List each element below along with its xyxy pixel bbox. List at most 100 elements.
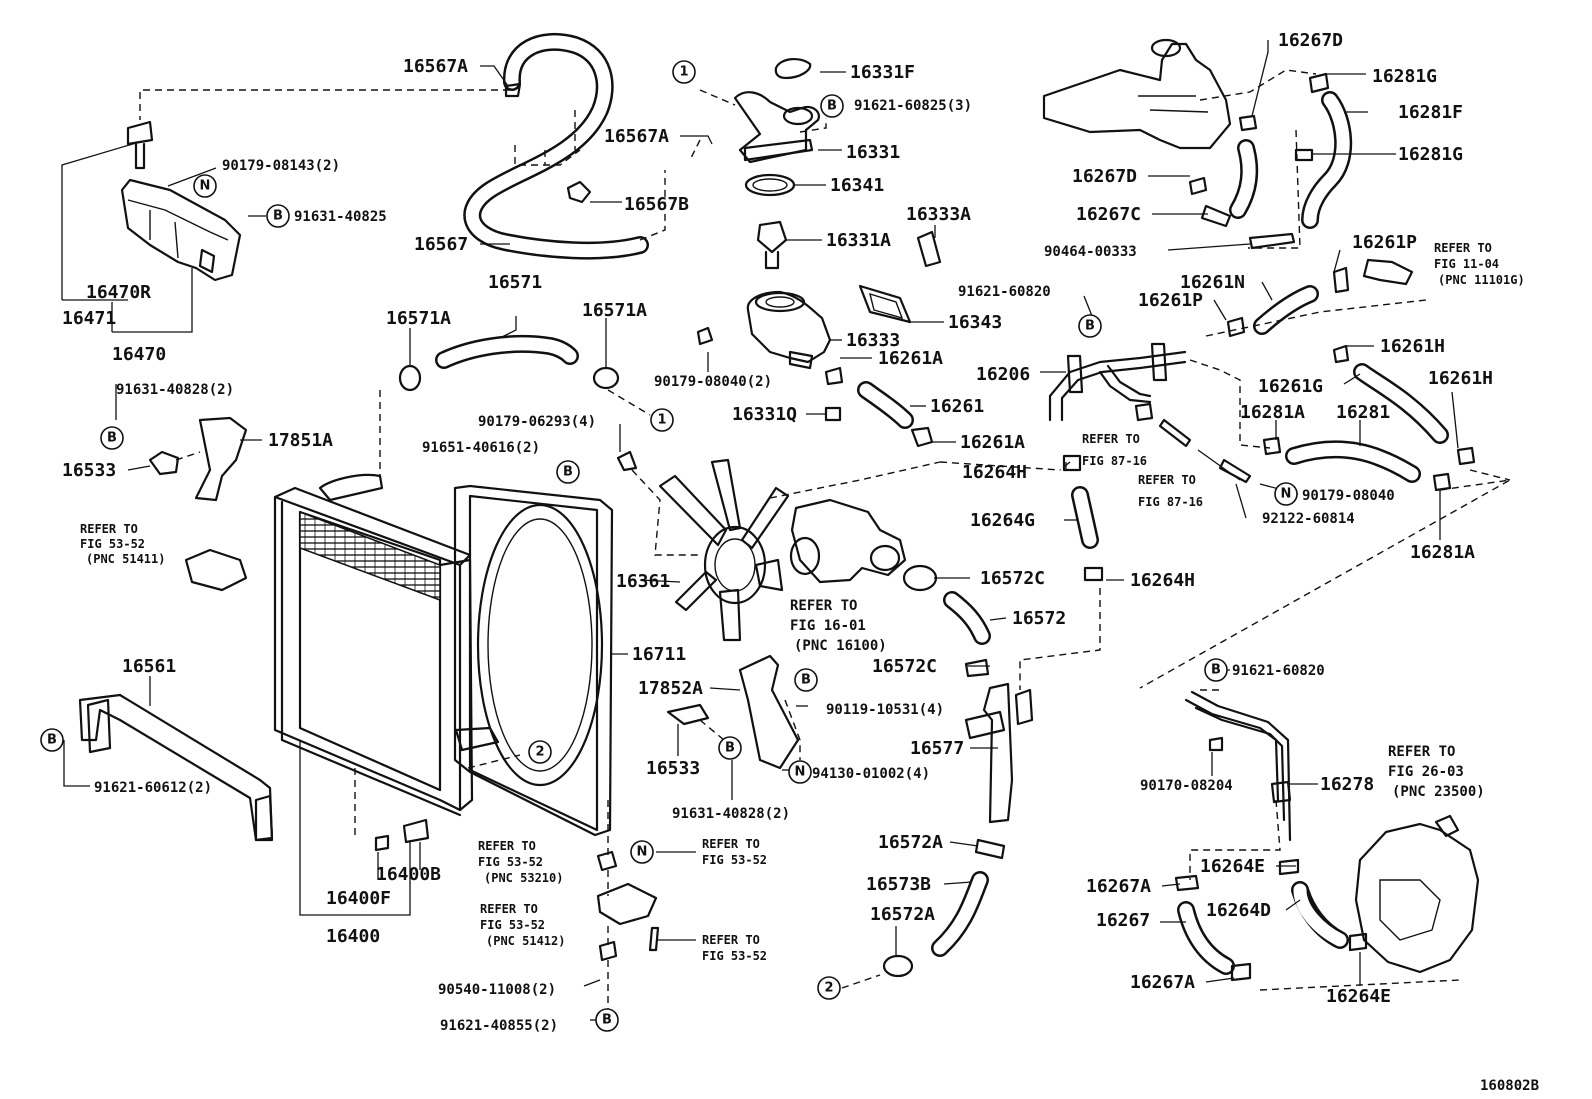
svg-text:B: B <box>273 209 283 224</box>
ref-fig53-pnc51412: REFER TO FIG 53-52 (PNC 51412) <box>480 902 565 948</box>
label-16571a-b: 16571A <box>582 300 647 321</box>
label-16281a-a: 16281A <box>1240 402 1305 423</box>
svg-text:FIG 53-52: FIG 53-52 <box>702 949 767 963</box>
ref-fig87-b: REFER TO FIG 87-16 <box>1138 473 1203 509</box>
svg-text:B: B <box>1211 663 1221 678</box>
label-17851a: 17851A <box>268 430 333 451</box>
label-16572a-a: 16572A <box>878 832 943 853</box>
label-16331a: 16331A <box>826 230 891 251</box>
label-90179-06293: 90179-06293(4) <box>478 414 596 430</box>
nut-symbol: N <box>193 174 217 198</box>
ref-fig53-pnc53210: REFER TO FIG 53-52 (PNC 53210) <box>478 839 563 885</box>
label-90179-08040: 90179-08040 <box>1302 488 1395 504</box>
ref-fig26: REFER TO FIG 26-03 (PNC 23500) <box>1388 744 1485 800</box>
label-16361: 16361 <box>616 571 670 592</box>
radiator-support-drawing <box>78 693 274 842</box>
svg-text:1: 1 <box>657 413 666 428</box>
svg-text:(PNC 16100): (PNC 16100) <box>794 638 887 654</box>
svg-text:B: B <box>602 1013 612 1028</box>
svg-text:REFER TO: REFER TO <box>80 522 138 536</box>
label-16281a-b: 16281A <box>1410 542 1475 563</box>
lower-mount-drawing <box>596 850 660 1010</box>
label-16264e-b: 16264E <box>1326 986 1391 1007</box>
bracket-17852a-drawing <box>666 654 801 770</box>
label-16331f: 16331F <box>850 62 915 83</box>
svg-text:B: B <box>827 99 837 114</box>
label-16261a-a: 16261A <box>878 348 943 369</box>
radiator-inlet-hose-drawing <box>398 335 651 416</box>
svg-text:B: B <box>801 673 811 688</box>
label-16577: 16577 <box>910 738 964 759</box>
bracket-17851a-drawing <box>148 416 248 592</box>
label-16400f: 16400F <box>326 888 391 909</box>
svg-text:FIG 16-01: FIG 16-01 <box>790 618 866 634</box>
svg-text:REFER TO: REFER TO <box>1138 473 1196 487</box>
label-16267d-a: 16267D <box>1278 30 1343 51</box>
upper-radiator-hose-drawing <box>463 32 666 260</box>
water-inlet-drawing <box>696 230 942 448</box>
ref-fig53-n: REFER TO FIG 53-52 <box>702 837 767 867</box>
bolt-symbol: B <box>556 460 580 484</box>
ref-circle-2-b: 2 <box>817 976 841 1000</box>
label-16331q: 16331Q <box>732 404 797 425</box>
water-pump-drawing <box>769 461 941 584</box>
svg-text:B: B <box>1085 319 1095 334</box>
reservoir-tank-drawing <box>61 89 510 333</box>
label-16261g: 16261G <box>1258 376 1323 397</box>
label-94130-01002: 94130-01002(4) <box>812 766 930 782</box>
svg-text:1: 1 <box>679 65 688 80</box>
label-16573b: 16573B <box>866 874 931 895</box>
label-16261p-b: 16261P <box>1138 290 1203 311</box>
svg-text:FIG 53-52: FIG 53-52 <box>480 918 545 932</box>
bolt-symbol: B <box>40 728 64 752</box>
reference-notes: REFER TO FIG 53-52 (PNC 51411) REFER TO … <box>80 241 1525 963</box>
svg-text:FIG 87-16: FIG 87-16 <box>1138 495 1203 509</box>
ref-fig16: REFER TO FIG 16-01 (PNC 16100) <box>790 598 887 654</box>
ref-fig53-bolt: REFER TO FIG 53-52 <box>702 933 767 963</box>
heater-pipe-drawing <box>1048 342 1271 582</box>
label-16572: 16572 <box>1012 608 1066 629</box>
svg-text:(PNC 23500): (PNC 23500) <box>1392 784 1485 800</box>
label-16281g-a: 16281G <box>1372 66 1437 87</box>
label-16261: 16261 <box>930 396 984 417</box>
svg-text:FIG 11-04: FIG 11-04 <box>1434 257 1499 271</box>
label-16343: 16343 <box>948 312 1002 333</box>
label-16281f: 16281F <box>1398 102 1463 123</box>
svg-text:REFER TO: REFER TO <box>480 902 538 916</box>
label-16261p-a: 16261P <box>1352 232 1417 253</box>
label-16264h-a: 16264H <box>962 462 1027 483</box>
label-16533-a: 16533 <box>62 460 116 481</box>
label-91621-40855: 91621-40855(2) <box>440 1018 558 1034</box>
label-16261n: 16261N <box>1180 272 1245 293</box>
label-92122-60814: 92122-60814 <box>1262 511 1355 527</box>
svg-text:B: B <box>47 733 57 748</box>
label-91631-40825: 91631-40825 <box>294 209 387 225</box>
label-90179-08143: 90179-08143(2) <box>222 158 340 174</box>
label-16264g: 16264G <box>970 510 1035 531</box>
nut-symbol: N <box>1274 482 1298 506</box>
label-16331: 16331 <box>846 142 900 163</box>
right-middle-hoses-drawing <box>1139 258 1511 689</box>
label-16400b: 16400B <box>376 864 441 885</box>
svg-text:REFER TO: REFER TO <box>702 837 760 851</box>
label-90119-10531: 90119-10531(4) <box>826 702 944 718</box>
svg-text:N: N <box>637 845 648 860</box>
label-91621-60825: 91621-60825(3) <box>854 98 972 114</box>
svg-text:(PNC 11101G): (PNC 11101G) <box>1438 273 1525 287</box>
radiator-drawing <box>273 390 609 916</box>
leader-lines <box>63 40 1459 1021</box>
svg-text:REFER TO: REFER TO <box>1434 241 1492 255</box>
svg-text:B: B <box>107 431 117 446</box>
bolt-symbol: B <box>820 94 844 118</box>
svg-text:FIG 53-52: FIG 53-52 <box>702 853 767 867</box>
fan-shroud-drawing <box>453 484 614 837</box>
bolt-symbol: B <box>794 668 818 692</box>
label-16470: 16470 <box>112 344 166 365</box>
label-16333a: 16333A <box>906 204 971 225</box>
ref-circle-1-b: 1 <box>650 408 674 432</box>
bottom-right-pipes-drawing <box>1174 689 1480 991</box>
label-90464-00333: 90464-00333 <box>1044 244 1137 260</box>
label-16533-b: 16533 <box>646 758 700 779</box>
cooling-fan-drawing <box>616 450 790 642</box>
